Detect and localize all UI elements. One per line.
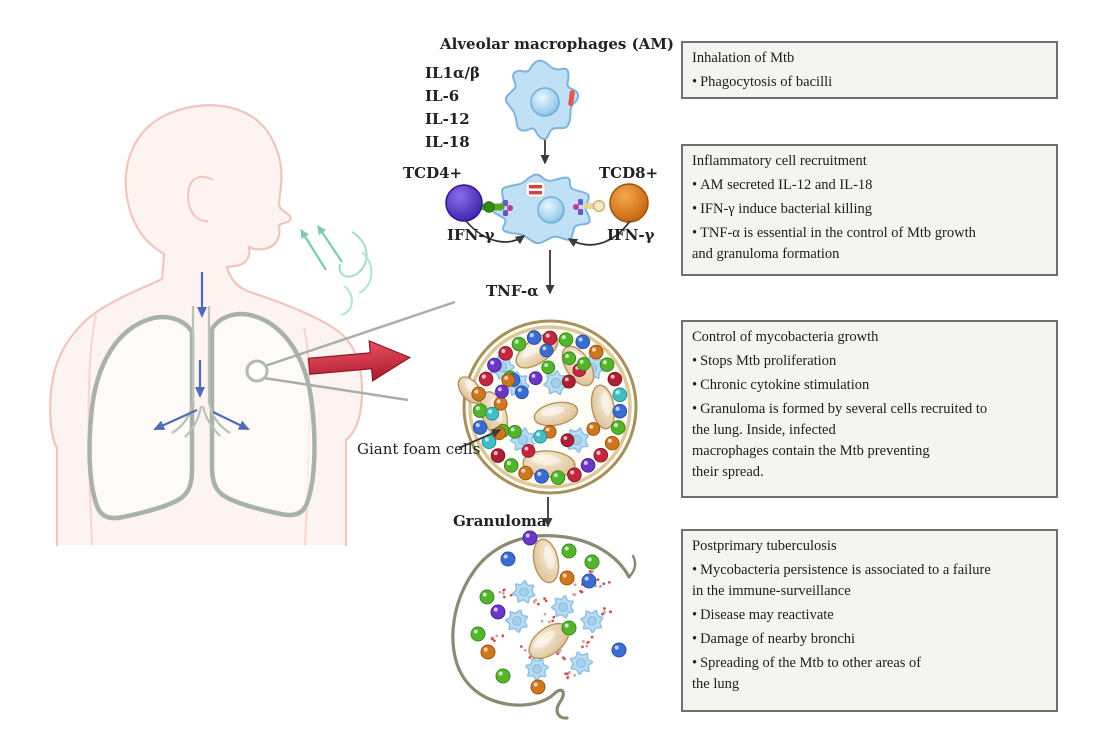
cytokine-list: IL1α/β IL-6 IL-12 IL-18 bbox=[425, 62, 480, 154]
granuloma-label: Granuloma bbox=[453, 512, 547, 530]
box-bullet: •Damage of nearby bronchi bbox=[692, 631, 856, 648]
cytokine-il1: IL1α/β bbox=[425, 64, 480, 82]
box-bullet: •Chronic cytokine stimulation bbox=[692, 377, 870, 394]
bullet-dot: • bbox=[692, 655, 698, 672]
zoom-point-circle bbox=[245, 359, 269, 383]
cytokine-il18: IL-18 bbox=[425, 133, 470, 151]
trachea bbox=[171, 306, 231, 438]
info-box-recruitment: Inflammatory cell recruitment •AM secret… bbox=[681, 144, 1058, 276]
giant-foam-cells-pointer bbox=[458, 429, 502, 449]
box-bullet: •Disease may reactivate bbox=[692, 607, 834, 624]
bullet-dot: • bbox=[692, 225, 698, 242]
box-bullet: •Mycobacteria persistence is associated … bbox=[692, 562, 991, 600]
granuloma-circle-illustration bbox=[457, 319, 638, 495]
tcd4-label: TCD4+ bbox=[403, 164, 463, 182]
box-title: Control of mycobacteria growth bbox=[692, 329, 879, 345]
box-bullet: •Spreading of the Mtb to other areas of … bbox=[692, 655, 922, 693]
zoom-cone bbox=[245, 300, 456, 402]
box-bullet: •Granuloma is formed by several cells re… bbox=[692, 401, 988, 481]
zoom-red-arrow-icon bbox=[307, 340, 412, 382]
cytokine-il12: IL-12 bbox=[425, 110, 470, 128]
cytokine-il6: IL-6 bbox=[425, 87, 460, 105]
ifn-gamma-arrows bbox=[465, 220, 631, 247]
box-bullet: •TNF-α is essential in the control of Mt… bbox=[692, 225, 976, 263]
alveolar-macrophages-label: Alveolar macrophages (AM) bbox=[440, 35, 675, 53]
lungs-outline bbox=[87, 311, 317, 521]
box-title: Inflammatory cell recruitment bbox=[692, 153, 867, 169]
box-title: Postprimary tuberculosis bbox=[692, 538, 837, 554]
giant-foam-cells-label: Giant foam cells bbox=[357, 440, 481, 458]
tnf-alpha-label: TNF-α bbox=[486, 282, 539, 300]
info-box-inhalation: Inhalation of Mtb •Phagocytosis of bacil… bbox=[681, 41, 1058, 99]
tcell-macrophage-interaction bbox=[445, 173, 649, 245]
box-bullet: •Phagocytosis of bacilli bbox=[692, 74, 833, 91]
bullet-dot: • bbox=[692, 353, 698, 370]
bullet-dot: • bbox=[692, 177, 698, 194]
ifn-gamma-left-label: IFN-γ bbox=[447, 226, 495, 244]
bullet-dot: • bbox=[692, 401, 698, 418]
info-box-control: Control of mycobacteria growth •Stops Mt… bbox=[681, 320, 1058, 498]
bullet-dot: • bbox=[692, 562, 698, 579]
ruptured-granuloma-illustration bbox=[451, 530, 637, 720]
ifn-gamma-right-label: IFN-γ bbox=[607, 226, 655, 244]
inhalation-arrows bbox=[153, 272, 250, 431]
alveolar-macrophage-cell bbox=[504, 59, 580, 141]
bullet-dot: • bbox=[692, 631, 698, 648]
bullet-dot: • bbox=[692, 607, 698, 624]
breath-aerosol-swirls bbox=[300, 225, 373, 316]
bullet-dot: • bbox=[692, 377, 698, 394]
box-bullet: •Stops Mtb proliferation bbox=[692, 353, 837, 370]
box-title: Inhalation of Mtb bbox=[692, 50, 795, 66]
box-bullet: •AM secreted IL-12 and IL-18 bbox=[692, 177, 873, 194]
bullet-dot: • bbox=[692, 74, 698, 91]
box-bullet: •IFN-γ induce bacterial killing bbox=[692, 201, 872, 218]
tcd8-label: TCD8+ bbox=[599, 164, 659, 182]
info-box-postprimary: Postprimary tuberculosis •Mycobacteria p… bbox=[681, 529, 1058, 712]
bullet-dot: • bbox=[692, 201, 698, 218]
flow-arrows bbox=[540, 139, 555, 528]
